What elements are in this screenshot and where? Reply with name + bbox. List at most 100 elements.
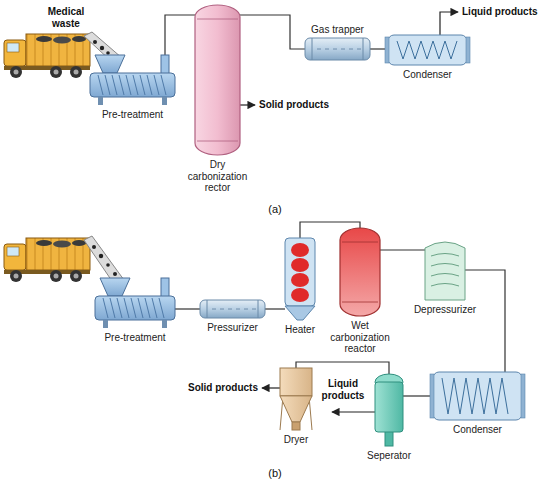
equipment-shape xyxy=(430,374,434,418)
equipment-shape xyxy=(280,368,312,396)
equipment-label-box: Dry carbonization rector xyxy=(182,159,254,194)
equipment-shape xyxy=(442,378,508,414)
truck-a xyxy=(4,34,90,78)
equipment-shape xyxy=(207,300,208,318)
equipment-shape xyxy=(161,278,169,297)
equipment-shape xyxy=(340,228,380,316)
equipment-shape xyxy=(138,298,143,318)
equipment-shape xyxy=(112,75,117,95)
equipment-node: Depressurizer xyxy=(425,240,465,300)
equipment-shape xyxy=(161,75,166,95)
equipment-shape xyxy=(95,55,125,73)
equipment-shape xyxy=(162,97,167,105)
chute-b xyxy=(84,236,124,284)
panel-label: (a) xyxy=(268,203,281,216)
equipment-shape xyxy=(244,309,248,310)
equipment-label-box: Pre-treatment xyxy=(102,109,163,121)
product-arrows xyxy=(440,12,458,35)
product-arrows xyxy=(332,411,375,412)
equipment-shape xyxy=(305,38,370,60)
equipment-shape xyxy=(162,320,167,328)
product-label: Liquid products xyxy=(462,6,538,18)
equipment-shape xyxy=(228,309,232,310)
equipment-shape xyxy=(100,278,130,296)
equipment-shape xyxy=(90,55,175,105)
equipment-shape xyxy=(291,258,309,272)
equipment-shape xyxy=(200,300,265,318)
equipment-shape xyxy=(285,306,315,320)
pipe-connector xyxy=(175,308,200,309)
equipment-shape xyxy=(431,254,459,257)
equipment-node: Condenser xyxy=(385,35,470,65)
equipment-shape xyxy=(431,284,459,287)
equipment-shape xyxy=(312,38,313,60)
equipment-shape xyxy=(342,242,378,243)
equipment-shape xyxy=(430,372,525,420)
equipment-shape xyxy=(325,49,329,50)
chute-b xyxy=(113,272,117,276)
truck-a xyxy=(4,34,90,78)
equipment-shape xyxy=(291,273,309,287)
product-arrows xyxy=(262,387,280,388)
pipe-connector xyxy=(465,270,505,372)
equipment-label-box: Depressurizer xyxy=(414,304,476,316)
pipe-connector xyxy=(370,48,385,49)
equipment-shape xyxy=(342,302,378,303)
equipment-label-box: Seperator xyxy=(367,450,411,462)
equipment-shape xyxy=(431,274,459,277)
equipment-shape xyxy=(197,19,238,20)
equipment-node: Wet carbonization reactor xyxy=(340,228,380,316)
equipment-node: Condenser xyxy=(430,372,525,420)
truck-b xyxy=(4,238,90,282)
equipment-node: Heater xyxy=(285,238,315,320)
chute-b xyxy=(92,245,96,249)
equipment-shape xyxy=(90,73,175,97)
pipe-connector xyxy=(380,249,425,250)
equipment-shape xyxy=(103,298,108,318)
equipment-label: Gas trapper xyxy=(311,24,364,36)
equipment-shape xyxy=(152,298,157,318)
equipment-shape xyxy=(388,35,467,65)
equipment-shape xyxy=(140,75,145,95)
equipment-shape xyxy=(159,298,164,318)
equipment-shape xyxy=(98,75,103,95)
equipment-shape xyxy=(119,75,124,95)
equipment-label-box: Dryer xyxy=(284,434,308,446)
equipment-label: Pre-treatment xyxy=(104,332,165,344)
equipment-shape xyxy=(161,55,169,74)
equipment-shape xyxy=(131,298,136,318)
equipment-shape xyxy=(357,49,361,50)
equipment-shape xyxy=(385,35,470,65)
truck-b xyxy=(4,238,90,282)
pipe-connector xyxy=(165,15,195,55)
equipment-shape xyxy=(197,141,238,142)
equipment-label: Pressurizer xyxy=(207,322,258,334)
input-label: Medical waste xyxy=(40,6,92,30)
equipment-node: Gas trapper xyxy=(305,38,370,60)
panel-label: (b) xyxy=(268,467,281,480)
equipment-label-box: Wet carbonization reactor xyxy=(324,320,396,355)
equipment-label-box: Heater xyxy=(285,324,315,336)
product-label: Liquid products xyxy=(316,378,370,402)
equipment-node: Dry carbonization rector xyxy=(195,5,240,155)
product-label: Solid products xyxy=(259,99,329,111)
equipment-shape xyxy=(95,278,175,328)
equipment-shape xyxy=(110,298,115,318)
equipment-shape xyxy=(98,97,103,105)
pipe-connector xyxy=(403,395,430,396)
product-label: Solid products xyxy=(170,382,258,394)
pipe-connector xyxy=(240,15,305,49)
equipment-shape xyxy=(363,38,364,60)
chute-b xyxy=(84,236,124,284)
equipment-shape xyxy=(280,396,312,422)
equipment-shape xyxy=(195,5,240,155)
equipment-shape xyxy=(126,75,131,95)
equipment-label-box: Pre-treatment xyxy=(104,332,165,344)
equipment-shape xyxy=(291,288,309,302)
equipment-shape xyxy=(466,37,470,63)
equipment-shape xyxy=(291,243,309,257)
equipment-node: Pressurizer xyxy=(200,300,265,318)
equipment-shape xyxy=(200,300,265,318)
